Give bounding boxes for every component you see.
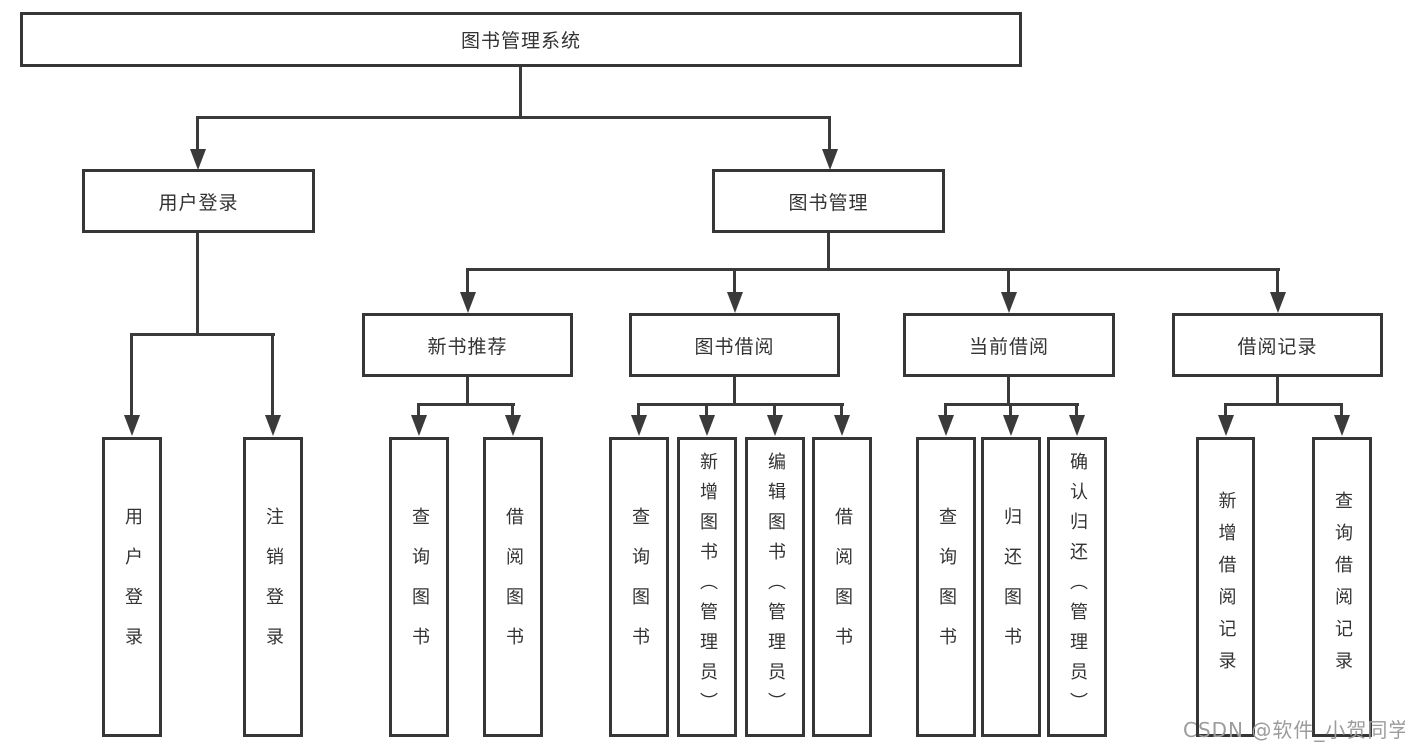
connector-line (840, 403, 843, 417)
leaf-add-books-admin: 新增图书（管理员） (677, 437, 737, 737)
connector-line (1224, 403, 1343, 406)
arrow-down-icon (1218, 415, 1234, 436)
connector-line (637, 403, 640, 417)
leaf-return-books: 归还图书 (981, 437, 1041, 737)
arrow-down-icon (1003, 415, 1019, 436)
leaf-label: 编辑图书（管理员） (765, 452, 786, 722)
connector-line (466, 268, 469, 295)
leaf-borrow-books: 借阅图书 (812, 437, 872, 737)
arrow-down-icon (124, 415, 140, 436)
connector-line (1276, 377, 1279, 406)
leaf-borrow-books-recommend: 借阅图书 (483, 437, 543, 737)
connector-line (1224, 403, 1227, 417)
arrow-down-icon (822, 149, 838, 170)
connector-line (271, 333, 274, 417)
leaf-label: 用户登录 (122, 507, 143, 667)
leaf-label: 注销登录 (263, 507, 284, 667)
leaf-query-borrow-record: 查询借阅记录 (1312, 437, 1372, 737)
node-new-book-recommendation: 新书推荐 (362, 313, 573, 377)
arrow-down-icon (460, 292, 476, 313)
arrow-down-icon (767, 415, 783, 436)
connector-line (1009, 403, 1012, 417)
connector-line (733, 268, 736, 295)
arrow-down-icon (1001, 292, 1017, 313)
node-library-management-system: 图书管理系统 (20, 12, 1022, 67)
leaf-confirm-return-admin: 确认归还（管理员） (1047, 437, 1107, 737)
connector-line (511, 403, 514, 417)
leaf-user-login: 用户登录 (102, 437, 162, 737)
leaf-add-borrow-record: 新增借阅记录 (1196, 437, 1255, 737)
leaf-label: 借阅图书 (832, 507, 853, 667)
arrow-down-icon (1270, 292, 1286, 313)
node-book-borrowing: 图书借阅 (629, 313, 840, 377)
connector-line (773, 403, 776, 417)
leaf-label: 查询图书 (936, 507, 957, 667)
arrow-down-icon (411, 415, 427, 436)
leaf-label: 查询借阅记录 (1332, 491, 1353, 683)
csdn-watermark: CSDN @软件_小贺同学 (1183, 718, 1405, 742)
connector-line (637, 403, 844, 406)
connector-line (130, 333, 133, 417)
connector-line (196, 116, 199, 152)
connector-line (1276, 268, 1279, 295)
leaf-label: 新增图书（管理员） (697, 452, 718, 722)
node-label: 图书管理 (788, 191, 869, 214)
node-label: 图书借阅 (694, 335, 775, 358)
leaf-label: 归还图书 (1001, 507, 1022, 667)
connector-line (519, 67, 522, 118)
leaf-label: 借阅图书 (503, 507, 524, 667)
node-borrowing-records: 借阅记录 (1172, 313, 1383, 377)
node-current-borrowing: 当前借阅 (903, 313, 1115, 377)
leaf-query-books-recommend: 查询图书 (389, 437, 449, 737)
connector-line (944, 403, 947, 417)
node-label: 借阅记录 (1237, 335, 1318, 358)
connector-line (417, 403, 515, 406)
node-label: 当前借阅 (968, 335, 1049, 358)
connector-line (1007, 268, 1010, 295)
connector-line (828, 116, 831, 152)
leaf-label: 确认归还（管理员） (1067, 452, 1088, 722)
node-label: 图书管理系统 (460, 30, 581, 52)
connector-line (733, 377, 736, 406)
node-user-login: 用户登录 (82, 169, 315, 233)
leaf-query-books-current: 查询图书 (916, 437, 976, 737)
connector-line (705, 403, 708, 417)
connector-line (1340, 403, 1343, 417)
leaf-label: 查询图书 (629, 507, 650, 667)
leaf-logout: 注销登录 (243, 437, 303, 737)
connector-line (827, 233, 830, 271)
leaf-query-books-borrowing: 查询图书 (609, 437, 669, 737)
arrow-down-icon (938, 415, 954, 436)
connector-line (417, 403, 420, 417)
arrow-down-icon (727, 292, 743, 313)
leaf-label: 查询图书 (409, 507, 430, 667)
connector-line (1075, 403, 1078, 417)
arrow-down-icon (265, 415, 281, 436)
node-label: 用户登录 (158, 191, 239, 214)
arrow-down-icon (505, 415, 521, 436)
connector-line (196, 116, 831, 119)
arrow-down-icon (1069, 415, 1085, 436)
arrow-down-icon (631, 415, 647, 436)
connector-line (466, 377, 469, 406)
node-label: 新书推荐 (427, 335, 508, 358)
connector-line (466, 268, 1280, 271)
leaf-edit-books-admin: 编辑图书（管理员） (745, 437, 805, 737)
connector-line (1007, 377, 1010, 406)
arrow-down-icon (190, 149, 206, 170)
arrow-down-icon (1334, 415, 1350, 436)
arrow-down-icon (699, 415, 715, 436)
node-book-management: 图书管理 (712, 169, 945, 233)
connector-line (196, 233, 199, 335)
leaf-label: 新增借阅记录 (1215, 491, 1237, 683)
arrow-down-icon (834, 415, 850, 436)
connector-line (130, 333, 275, 336)
